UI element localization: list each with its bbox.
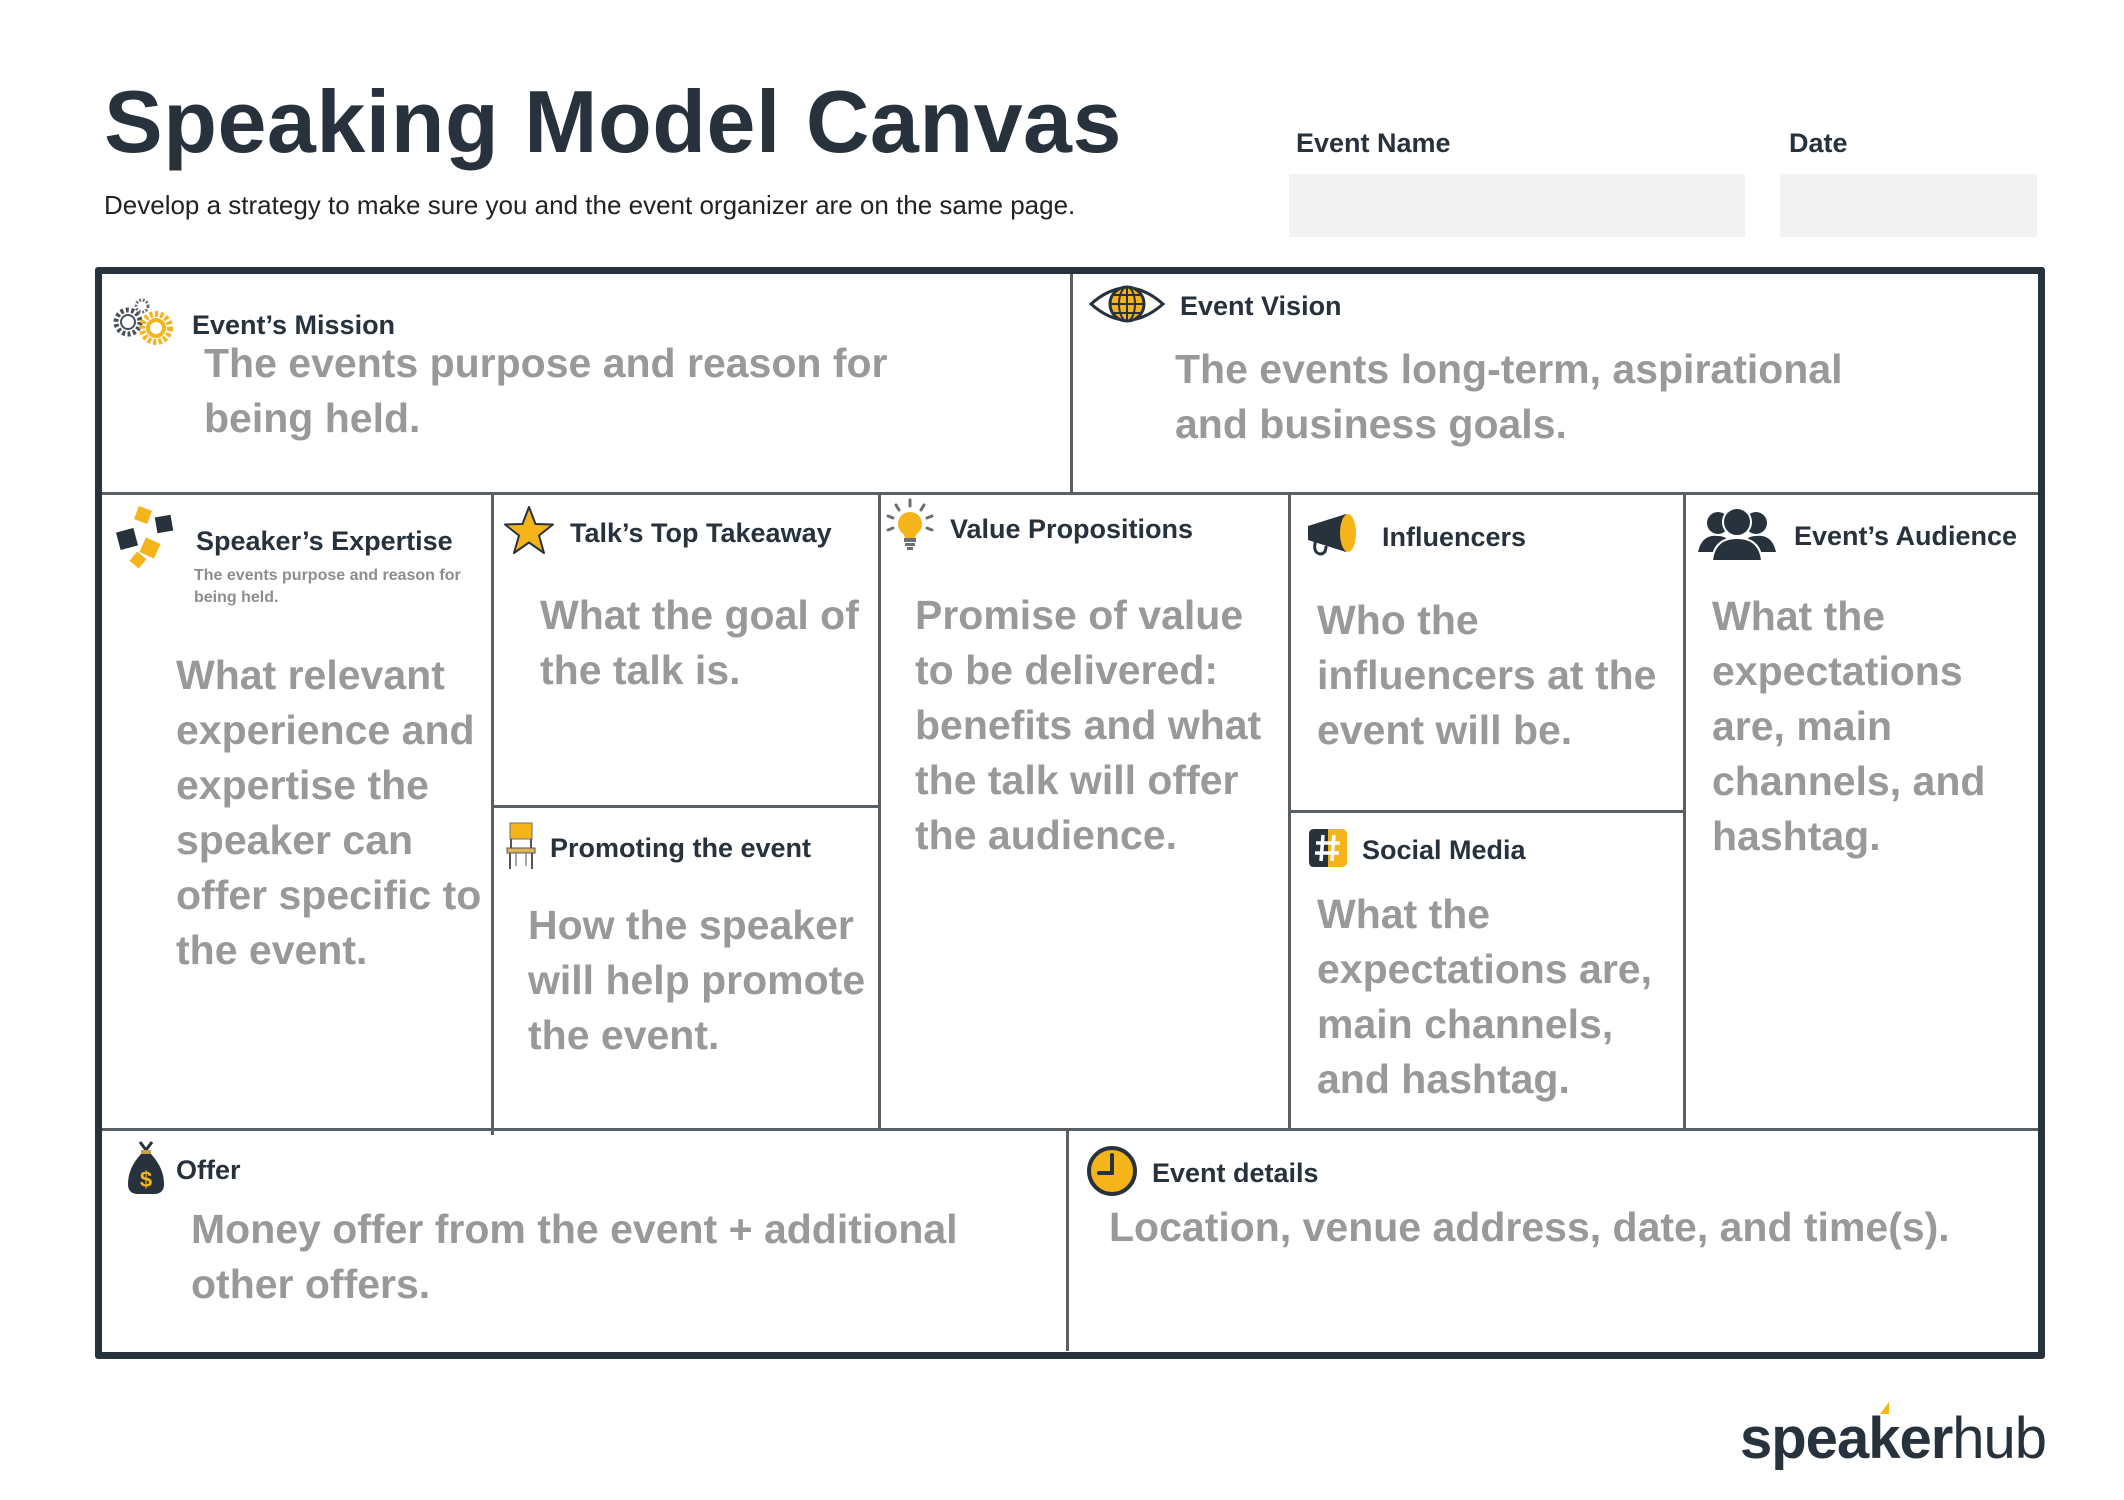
clock-icon — [1086, 1145, 1138, 1202]
people-icon — [1698, 506, 1776, 567]
money-bag-icon: $ — [126, 1140, 166, 1201]
divider-row2 — [102, 1128, 2038, 1131]
divider-col2 — [878, 493, 881, 1129]
logo-part-hub: hub — [1952, 1406, 2047, 1471]
eye-globe-icon — [1088, 282, 1166, 331]
puzzle-icon — [114, 506, 178, 577]
block-mission-body: The events purpose and reason for being … — [204, 340, 888, 441]
block-offer-title: Offer — [176, 1155, 241, 1185]
svg-text:$: $ — [140, 1167, 152, 1192]
date-input[interactable] — [1780, 174, 2037, 237]
page-title: Speaking Model Canvas — [104, 72, 1122, 171]
divider-influencers-social — [1289, 810, 1683, 813]
divider-row1-mid — [1070, 274, 1073, 494]
block-mission-title: Event’s Mission — [192, 310, 396, 340]
divider-col4 — [1683, 493, 1686, 1129]
gears-icon — [112, 298, 178, 353]
block-takeaway-title: Talk’s Top Takeaway — [570, 518, 832, 548]
block-social-body: What the expectations are, main channels… — [1317, 891, 1652, 1102]
event-name-input[interactable] — [1289, 174, 1745, 237]
block-expertise-title: Speaker’s Expertise — [196, 526, 453, 556]
lightbulb-icon — [884, 498, 936, 561]
chair-icon — [506, 822, 536, 875]
megaphone-icon — [1306, 512, 1368, 563]
divider-col1 — [491, 493, 494, 1135]
block-details-body: Location, venue address, date, and time(… — [1109, 1204, 1950, 1250]
block-influencers-body: Who the influencers at the event will be… — [1317, 597, 1657, 753]
page-subtitle: Develop a strategy to make sure you and … — [104, 190, 1076, 220]
block-expertise-note: The events purpose and reason for being … — [194, 567, 461, 606]
block-offer-body: Money offer from the event + additional … — [191, 1206, 958, 1307]
block-expertise-body: What relevant experience and expertise t… — [176, 652, 482, 973]
logo-part-spea: spea — [1740, 1406, 1869, 1471]
block-value-title: Value Propositions — [950, 514, 1194, 544]
logo-part-er: er — [1899, 1406, 1953, 1471]
logo-part-k: k — [1868, 1406, 1900, 1471]
divider-takeaway-promoting — [492, 805, 878, 808]
date-label: Date — [1789, 128, 1848, 158]
canvas-frame — [95, 267, 2045, 1359]
block-takeaway-body: What the goal of the talk is. — [540, 592, 859, 693]
block-promoting-title: Promoting the event — [550, 833, 812, 863]
speakerhub-logo: speakerhub — [1740, 1405, 2047, 1472]
star-icon — [502, 505, 556, 562]
block-details-title: Event details — [1152, 1158, 1319, 1188]
block-audience-title: Event’s Audience — [1794, 521, 2018, 551]
block-social-title: Social Media — [1362, 835, 1526, 865]
divider-row3-mid — [1066, 1129, 1069, 1351]
block-audience-body: What the expectations are, main channels… — [1712, 593, 1986, 859]
event-name-label: Event Name — [1296, 128, 1451, 158]
hashtag-icon — [1308, 828, 1348, 873]
block-promoting-body: How the speaker will help promote the ev… — [528, 902, 866, 1058]
block-vision-body: The events long-term, aspirational and b… — [1175, 346, 1843, 447]
block-influencers-title: Influencers — [1382, 522, 1527, 552]
block-vision-title: Event Vision — [1180, 291, 1342, 321]
block-value-body: Promise of value to be delivered: benefi… — [915, 592, 1262, 858]
